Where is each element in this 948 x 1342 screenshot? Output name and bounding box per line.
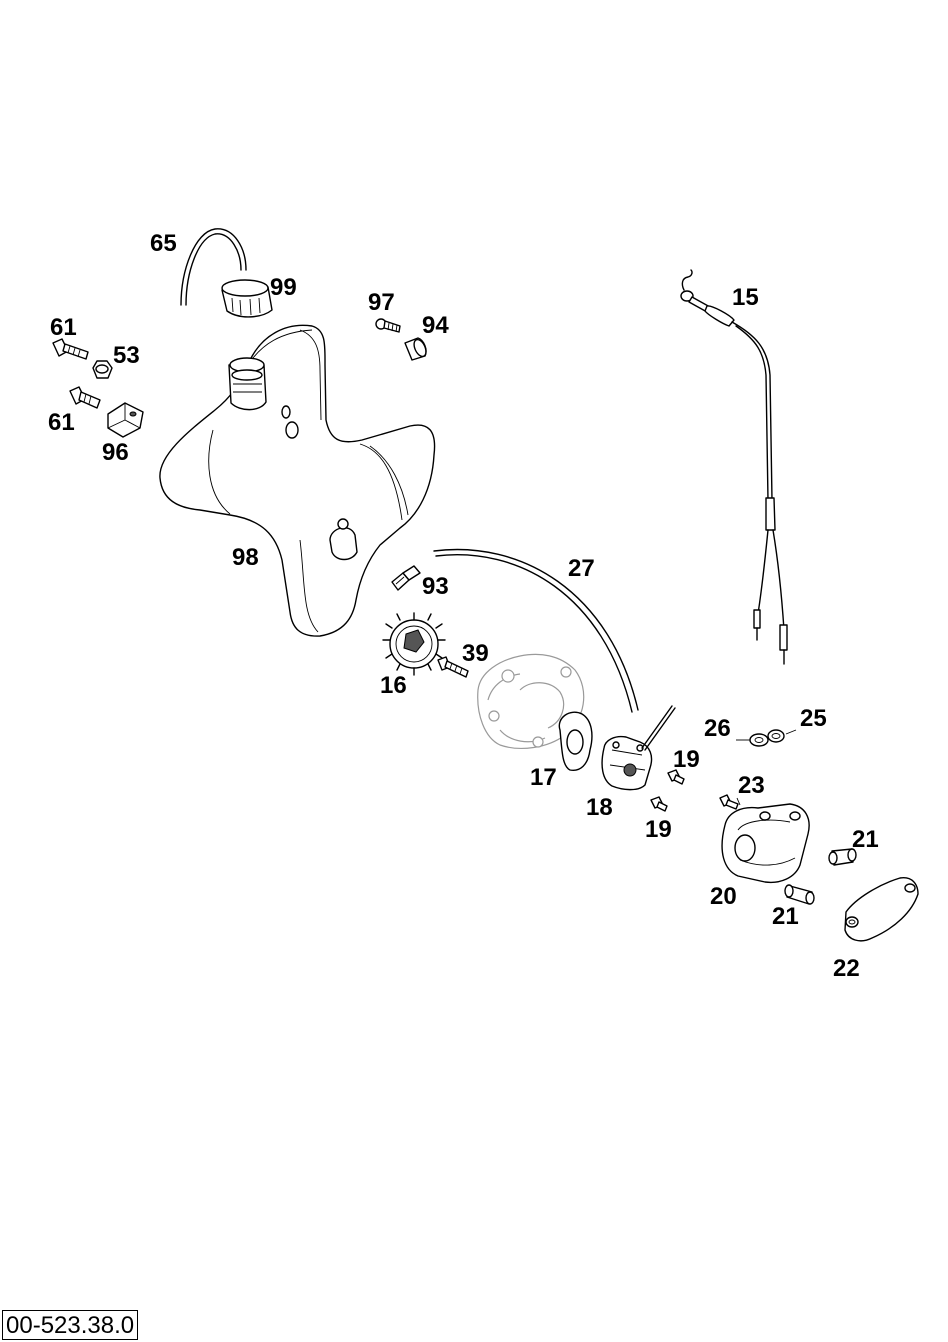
washer-25 <box>767 729 785 743</box>
callout-27: 27 <box>568 555 595 582</box>
callout-15: 15 <box>732 284 759 311</box>
callout-20: 20 <box>710 883 737 910</box>
callout-97: 97 <box>368 289 395 316</box>
leader-lines <box>736 729 797 806</box>
callout-61-upper: 61 <box>50 314 77 341</box>
callout-99: 99 <box>270 274 297 301</box>
callout-98: 98 <box>232 544 259 571</box>
callout-21-upper: 21 <box>852 826 879 853</box>
pump-cover-20 <box>721 803 810 884</box>
bushing-94 <box>404 337 427 361</box>
callout-96: 96 <box>102 439 129 466</box>
screw-23 <box>719 794 739 810</box>
nut-53 <box>92 360 113 379</box>
callout-19-lower: 19 <box>645 816 672 843</box>
breather-hose-65 <box>180 228 247 306</box>
callout-17: 17 <box>530 764 557 791</box>
oil-tank-98 <box>159 324 436 637</box>
bolt-39 <box>437 656 469 678</box>
screw-97 <box>375 318 401 333</box>
callout-16: 16 <box>380 672 407 699</box>
nipple-93 <box>391 565 421 591</box>
callout-93: 93 <box>422 573 449 600</box>
callout-39: 39 <box>462 640 489 667</box>
callout-65: 65 <box>150 230 177 257</box>
cable-15 <box>680 269 788 665</box>
washer-26 <box>749 733 769 747</box>
callout-23: 23 <box>738 772 765 799</box>
cover-plate-22 <box>844 877 919 942</box>
engine-case-outline <box>477 653 585 750</box>
screw-19-lower <box>650 796 668 812</box>
callout-61-lower: 61 <box>48 409 75 436</box>
gear-16 <box>382 612 446 676</box>
hose-27 <box>433 548 639 713</box>
callout-94: 94 <box>422 312 449 339</box>
bolt-61-upper <box>52 338 89 360</box>
callout-53: 53 <box>113 342 140 369</box>
oil-pump-18 <box>601 705 676 791</box>
screw-19-upper <box>667 769 685 785</box>
bolt-61-lower <box>69 386 101 409</box>
callout-26: 26 <box>704 715 731 742</box>
gasket-17 <box>558 711 593 772</box>
mounting-block-96 <box>107 402 144 438</box>
callout-21-lower: 21 <box>772 903 799 930</box>
callout-18: 18 <box>586 794 613 821</box>
callout-19-upper: 19 <box>673 746 700 773</box>
pin-21-lower <box>784 884 815 905</box>
callout-22: 22 <box>833 955 860 982</box>
drawing-code: 00-523.38.0 <box>2 1310 139 1340</box>
tank-cap-99 <box>221 279 273 318</box>
callout-25: 25 <box>800 705 827 732</box>
pin-21-upper <box>828 848 857 866</box>
